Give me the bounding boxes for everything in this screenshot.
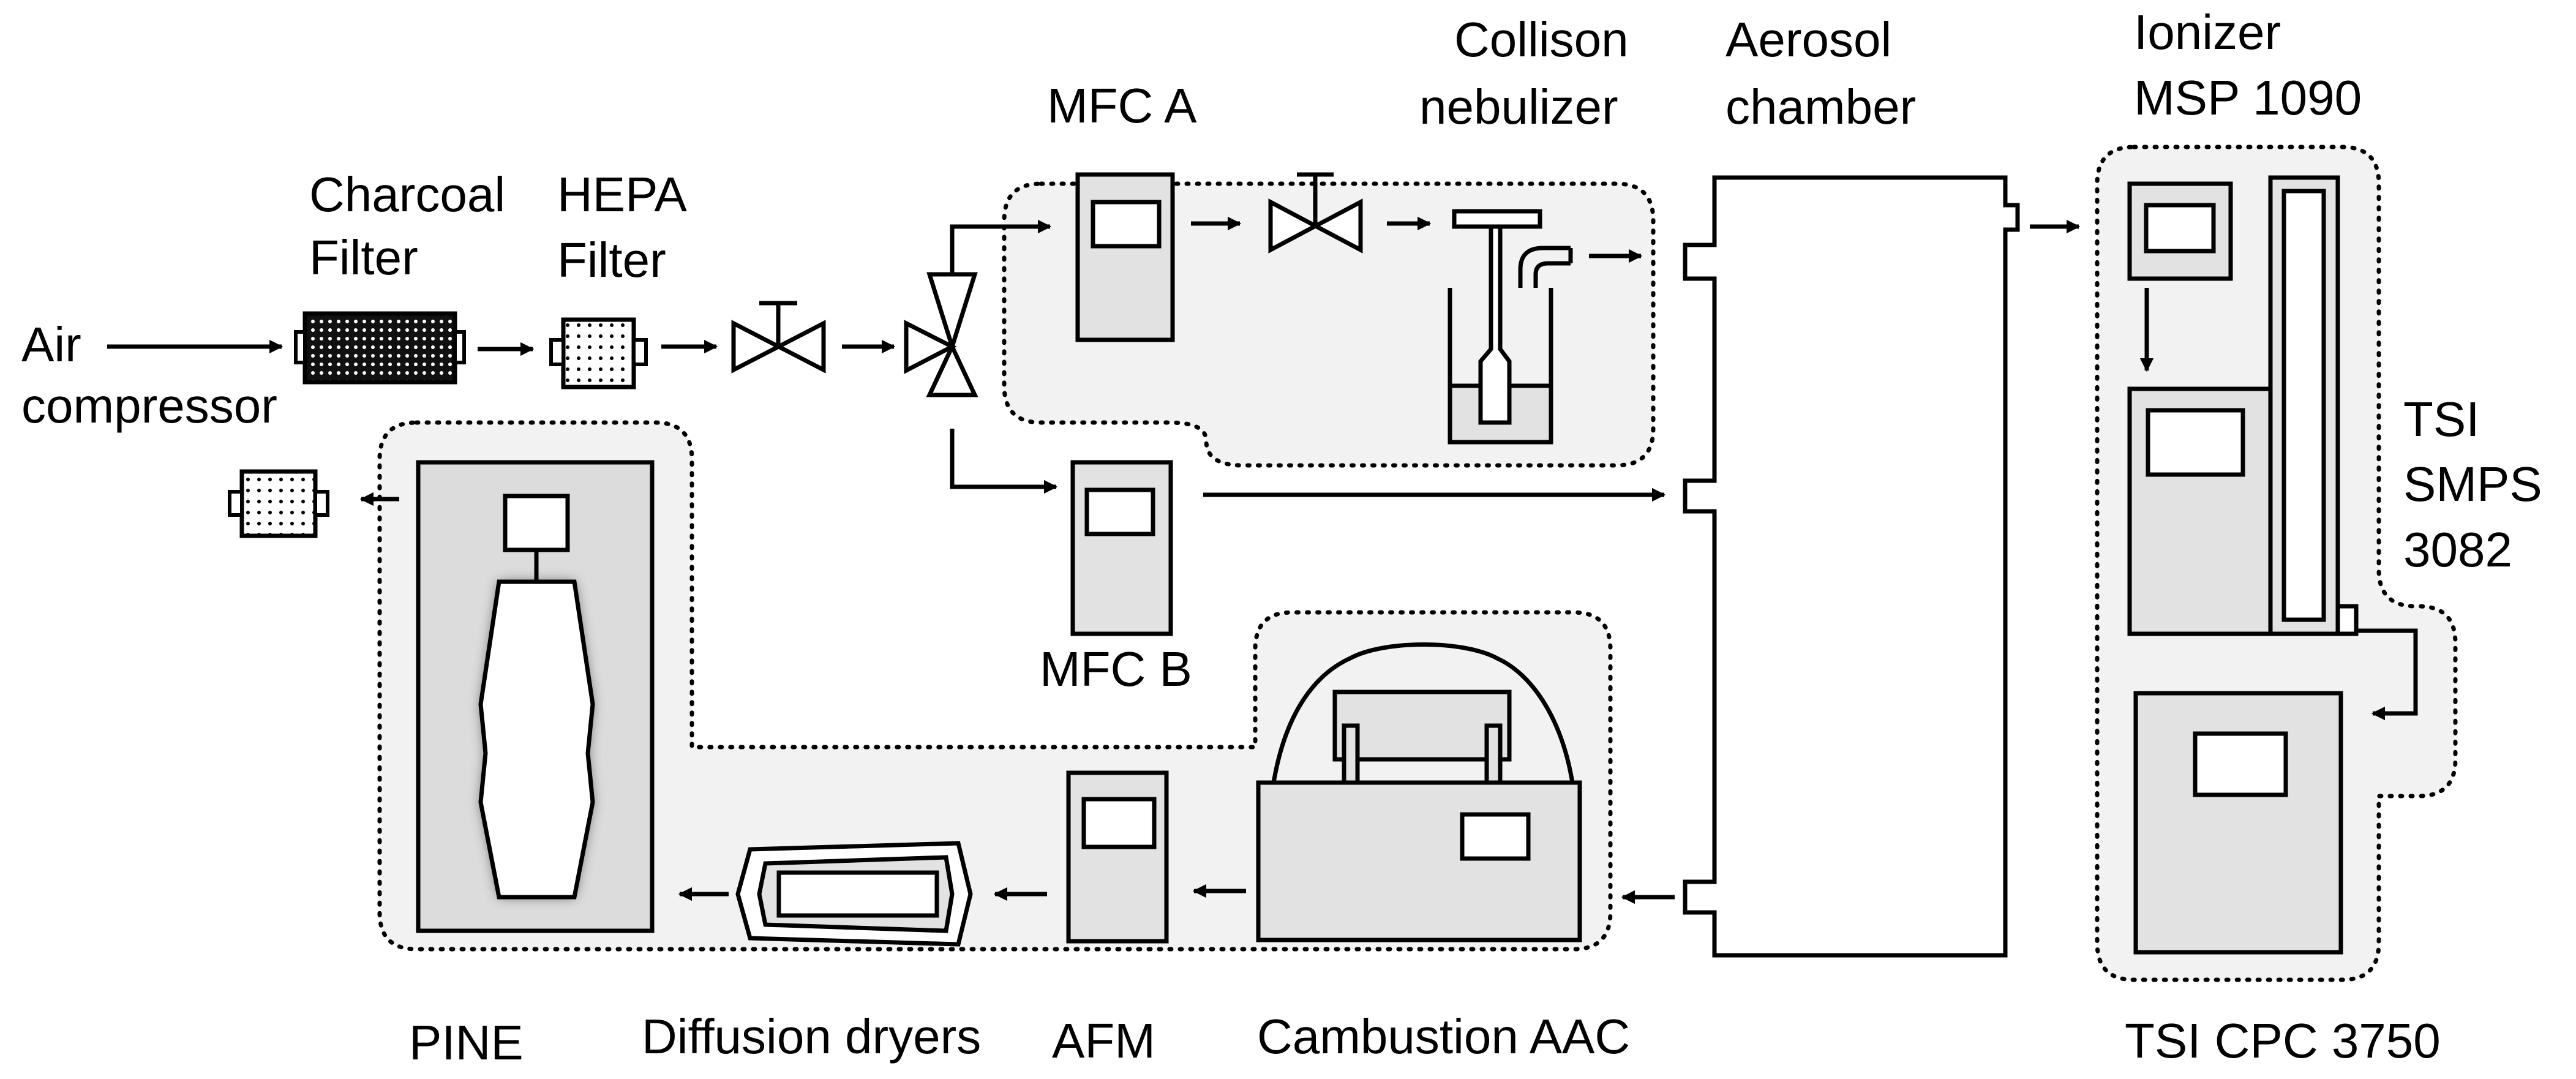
label-charcoal-2: Filter bbox=[309, 230, 418, 285]
aerosol-chamber bbox=[1683, 175, 2020, 958]
label-collison-1: Collison bbox=[1454, 12, 1629, 67]
label-ionizer-2: MSP 1090 bbox=[2134, 70, 2362, 125]
label-hepa-2: Filter bbox=[557, 233, 666, 287]
charcoal-filter bbox=[294, 311, 466, 385]
smps-classifier-device bbox=[2127, 386, 2273, 636]
label-aerosol-2: chamber bbox=[1725, 80, 1916, 134]
smps-column-device bbox=[2268, 175, 2359, 636]
ionizer-device bbox=[2127, 181, 2233, 281]
aac-device bbox=[1256, 642, 1582, 942]
smps-to-cpc-arrow bbox=[2357, 628, 2418, 721]
nebulizer-valve-icon bbox=[1268, 172, 1363, 254]
label-cambustion-aac: Cambustion AAC bbox=[1257, 1009, 1630, 1064]
exhaust-filter bbox=[228, 469, 329, 538]
collison-nebulizer-device bbox=[1448, 209, 1573, 445]
mfc-b-device bbox=[1070, 460, 1173, 636]
branch-to-mfc-b bbox=[950, 429, 1058, 494]
label-mfc-a: MFC A bbox=[1047, 78, 1197, 133]
needle-valve-icon bbox=[731, 301, 826, 374]
label-hepa-1: HEPA bbox=[557, 167, 688, 222]
label-mfc-b: MFC B bbox=[1040, 642, 1192, 696]
label-ionizer-1: Ionizer bbox=[2134, 5, 2281, 59]
label-smps-3: 3082 bbox=[2403, 522, 2512, 577]
label-smps-1: TSI bbox=[2403, 392, 2479, 446]
diffusion-dryers-device bbox=[735, 841, 973, 947]
label-collison-2: nebulizer bbox=[1419, 80, 1618, 134]
label-afm: AFM bbox=[1052, 1013, 1155, 1068]
label-smps-2: SMPS bbox=[2403, 457, 2542, 511]
pine-device bbox=[416, 460, 655, 933]
label-air-compressor-1: Air bbox=[21, 317, 81, 372]
label-aerosol-1: Aerosol bbox=[1725, 12, 1891, 67]
label-charcoal-1: Charcoal bbox=[309, 167, 505, 222]
label-pine: PINE bbox=[409, 1015, 524, 1070]
label-diffusion-dryers: Diffusion dryers bbox=[642, 1009, 981, 1064]
branch-to-mfc-a bbox=[950, 219, 1052, 274]
label-tsi-cpc: TSI CPC 3750 bbox=[2125, 1013, 2441, 1068]
mfc-a-device bbox=[1075, 172, 1175, 342]
three-way-valve-icon bbox=[904, 272, 978, 397]
cpc-device bbox=[2133, 691, 2343, 955]
hepa-filter bbox=[549, 317, 648, 389]
label-air-compressor-2: compressor bbox=[21, 378, 277, 433]
afm-device bbox=[1066, 770, 1169, 944]
